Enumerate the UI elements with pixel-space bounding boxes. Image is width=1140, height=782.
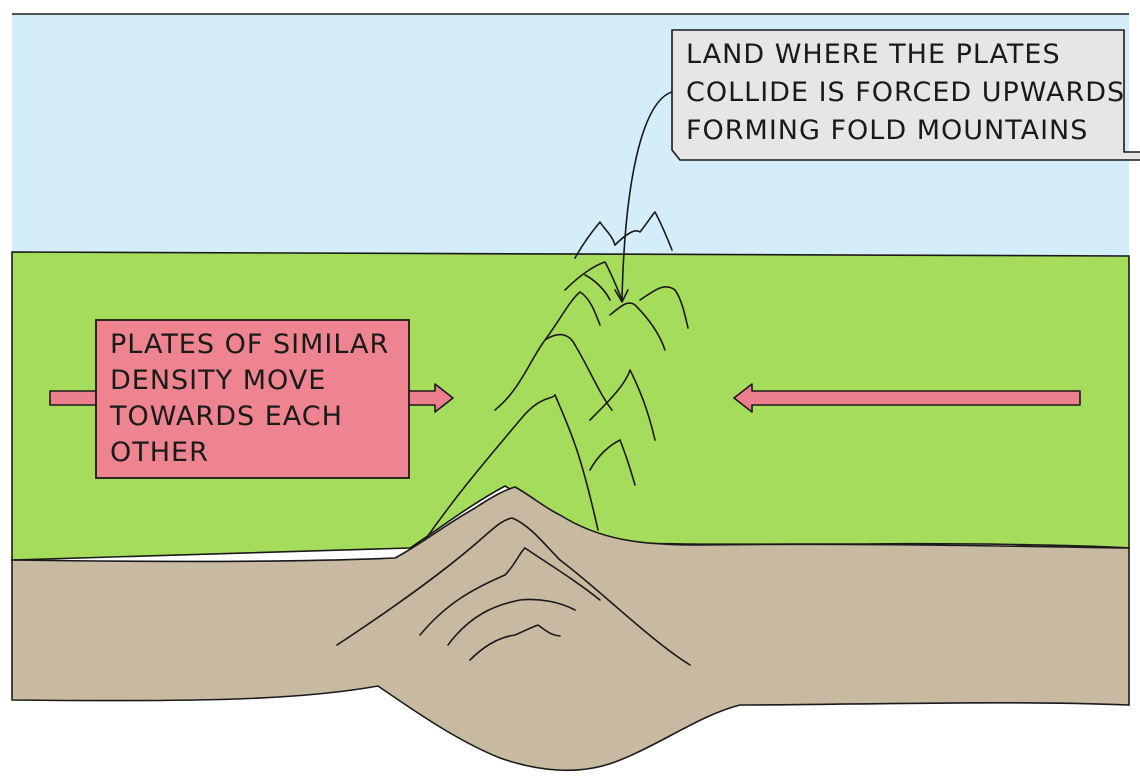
plates-label: PLATES OF SIMILAR DENSITY MOVE TOWARDS E… <box>96 320 409 478</box>
plates-label-line-4: OTHER <box>110 437 209 468</box>
plates-label-line-2: DENSITY MOVE <box>110 365 326 396</box>
collision-label: LAND WHERE THE PLATES COLLIDE IS FORCED … <box>672 30 1140 160</box>
plates-label-line-3: TOWARDS EACH <box>109 401 343 432</box>
plates-label-line-1: PLATES OF SIMILAR <box>110 329 389 360</box>
collision-label-line-2: COLLIDE IS FORCED UPWARDS <box>686 77 1125 108</box>
collision-label-line-1: LAND WHERE THE PLATES <box>686 39 1061 70</box>
collision-label-line-3: FORMING FOLD MOUNTAINS <box>686 115 1088 146</box>
